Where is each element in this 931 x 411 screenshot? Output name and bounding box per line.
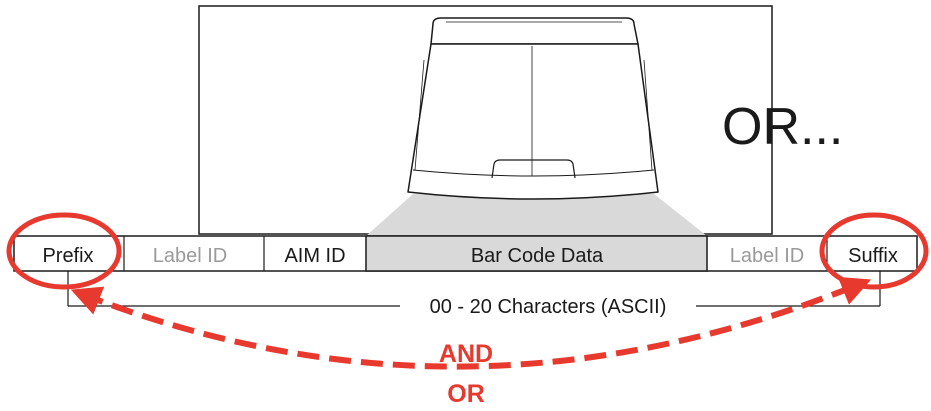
range-label: 00 - 20 Characters (ASCII) [430, 296, 667, 318]
segment-aim-id: AIM ID [284, 245, 345, 267]
segment-label-id-2: Label ID [730, 245, 805, 267]
suffix-highlight-circle [819, 212, 929, 290]
segment-label-id-1: Label ID [153, 245, 228, 267]
bar-code-data-cell [365, 235, 708, 272]
and-label: AND [439, 340, 493, 368]
or-label: OR [447, 380, 485, 406]
and-or-dashed-arrow [70, 276, 872, 370]
or-heading: OR... [722, 98, 843, 156]
scanner-device-icon [407, 17, 659, 200]
prefix-highlight-circle [6, 212, 122, 290]
segment-prefix: Prefix [42, 245, 93, 267]
segment-bar-code-data: Bar Code Data [471, 245, 604, 267]
scan-cone [366, 194, 707, 236]
segment-suffix: Suffix [848, 245, 898, 267]
